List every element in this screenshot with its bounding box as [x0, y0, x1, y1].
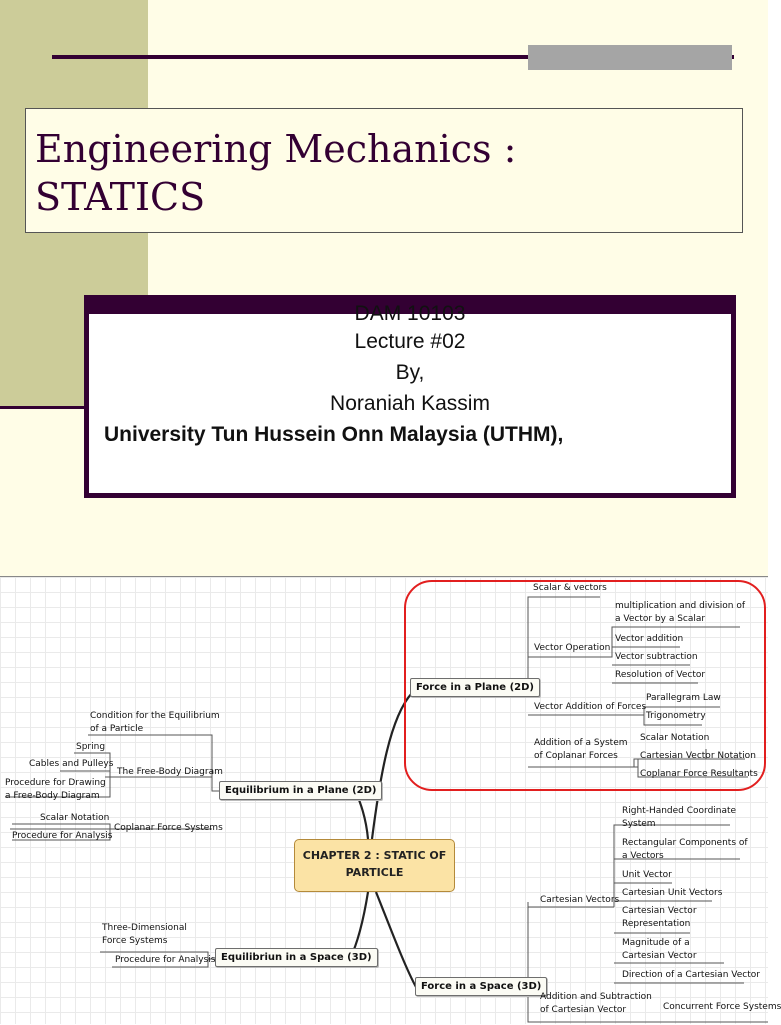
leaf-vector-addition[interactable]: Vector addition [615, 634, 684, 644]
by-label: By, [395, 361, 425, 384]
node-force-in-plane[interactable]: Force in a Plane (2D) [410, 678, 540, 697]
top-rule [52, 55, 734, 59]
course-code: DAM 10103 [354, 302, 466, 325]
leaf-magnitude-cartesian-vector[interactable]: Magnitude of a Cartesian Vector [622, 938, 697, 961]
lecture-number: Lecture #02 [354, 330, 466, 353]
leaf-procedure-analysis-3d[interactable]: Procedure for Analysis [115, 955, 216, 965]
leaf-vector-subtraction[interactable]: Vector subtraction [615, 652, 698, 662]
top-accent-bar [528, 45, 732, 70]
leaf-procedure-drawing-fbd[interactable]: Procedure for Drawing a Free-Body Diagra… [5, 778, 106, 801]
leaf-addition-subtraction[interactable]: Addition and Subtraction of Cartesian Ve… [540, 992, 652, 1015]
leaf-scalar-vectors[interactable]: Scalar & vectors [533, 583, 607, 593]
mind-map-slide: CHAPTER 2 : STATIC OF PARTICLE Force in … [0, 576, 781, 1024]
leaf-concurrent-force-systems[interactable]: Concurrent Force Systems [663, 1002, 781, 1012]
node-force-in-space[interactable]: Force in a Space (3D) [415, 977, 548, 996]
leaf-coplanar-force-systems[interactable]: Coplanar Force Systems [114, 823, 223, 833]
title-box: Engineering Mechanics : STATICS [25, 108, 743, 233]
leaf-direction-cartesian-vector[interactable]: Direction of a Cartesian Vector [622, 970, 760, 980]
leaf-cartesian-unit-vectors[interactable]: Cartesian Unit Vectors [622, 888, 723, 898]
title-line-1: Engineering Mechanics : [35, 127, 517, 171]
central-topic[interactable]: CHAPTER 2 : STATIC OF PARTICLE [294, 839, 455, 892]
leaf-unit-vector[interactable]: Unit Vector [622, 870, 672, 880]
node-equilibrium-in-space[interactable]: Equilibriun in a Space (3D) [215, 948, 378, 967]
leaf-procedure-analysis-2d[interactable]: Procedure for Analysis [12, 831, 113, 841]
leaf-cartesian-vector-representation[interactable]: Cartesian Vector Representation [622, 906, 697, 929]
leaf-vector-operation[interactable]: Vector Operation [534, 643, 611, 653]
title-line-2: STATICS [35, 175, 206, 219]
leaf-addition-of-system[interactable]: Addition of a System of Coplanar Forces [534, 738, 628, 761]
leaf-cartesian-vectors[interactable]: Cartesian Vectors [540, 895, 620, 905]
leaf-cables-pulleys[interactable]: Cables and Pulleys [29, 759, 114, 769]
university-name: University Tun Hussein Onn Malaysia (UTH… [104, 423, 564, 446]
leaf-spring[interactable]: Spring [76, 742, 106, 752]
leaf-multiplication-division[interactable]: multiplication and division of a Vector … [615, 601, 746, 624]
leaf-resolution-of-vector[interactable]: Resolution of Vector [615, 670, 706, 680]
leaf-vector-addition-of-forces[interactable]: Vector Addition of Forces [534, 702, 647, 712]
leaf-scalar-notation-2d[interactable]: Scalar Notation [640, 733, 710, 743]
leaf-trigonometry[interactable]: Trigonometry [646, 711, 706, 721]
info-box: DAM 10103 Lecture #02 By, Noraniah Kassi… [84, 295, 736, 498]
leaf-coplanar-force-resultants[interactable]: Coplanar Force Resultants [640, 769, 758, 779]
leaf-condition-equilibrium[interactable]: Condition for the Equilibrium of a Parti… [90, 711, 220, 734]
leaf-parallelogram-law[interactable]: Parallegram Law [646, 693, 721, 703]
leaf-cartesian-vector-notation[interactable]: Cartesian Vector Notation [640, 751, 756, 761]
author-name: Noraniah Kassim [330, 392, 490, 415]
leaf-rectangular-components[interactable]: Rectangular Components of a Vectors [622, 838, 748, 861]
side-divider [0, 406, 86, 409]
highlight-frame [404, 580, 766, 791]
title-slide: Engineering Mechanics : STATICS DAM 1010… [0, 0, 768, 576]
leaf-free-body-diagram[interactable]: The Free-Body Diagram [117, 767, 223, 777]
leaf-three-dimensional-force[interactable]: Three-Dimensional Force Systems [102, 923, 187, 946]
node-equilibrium-in-plane[interactable]: Equilibrium in a Plane (2D) [219, 781, 383, 800]
leaf-scalar-notation-eq[interactable]: Scalar Notation [40, 813, 110, 823]
leaf-right-handed-system[interactable]: Right-Handed Coordinate System [622, 806, 737, 829]
